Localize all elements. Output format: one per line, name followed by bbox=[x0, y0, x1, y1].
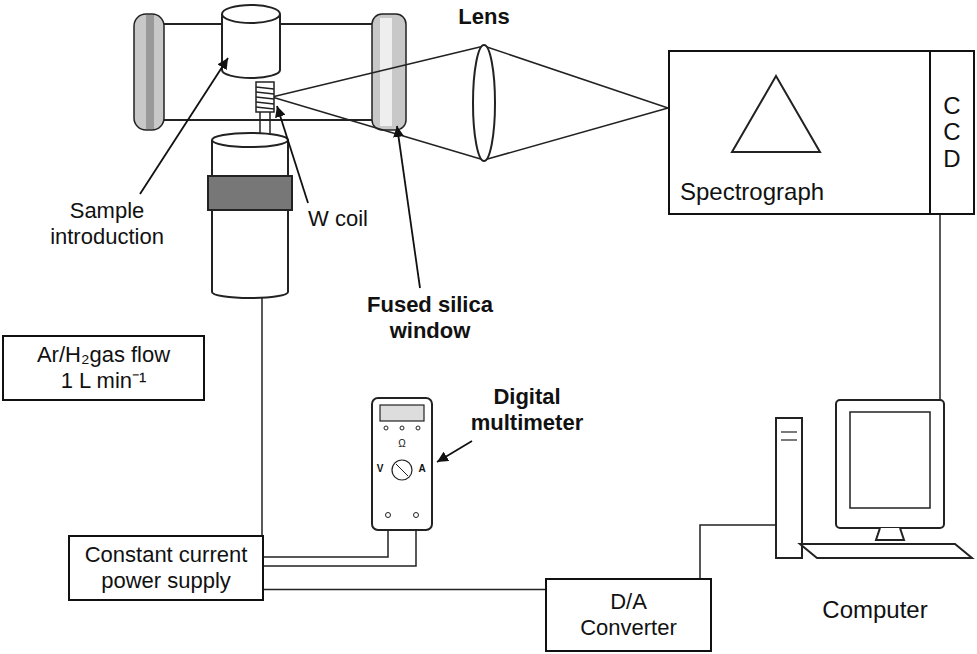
w-coil bbox=[256, 82, 274, 140]
meter-dial-mark bbox=[396, 464, 408, 476]
converter-cable bbox=[700, 525, 776, 578]
part-label: Sample introduction bbox=[22, 198, 192, 251]
holder-body bbox=[212, 140, 288, 298]
part-label: Digital multimeter bbox=[452, 384, 602, 437]
leader-arrow bbox=[277, 106, 308, 203]
gas-flow-box: Ar/H₂gas flow 1 L min⁻¹ bbox=[2, 335, 205, 401]
meter-case bbox=[372, 398, 432, 530]
meter-button bbox=[400, 426, 404, 430]
meter-jack bbox=[414, 513, 419, 518]
lens bbox=[473, 45, 495, 161]
computer-label: Computer bbox=[800, 596, 950, 625]
meter-button bbox=[416, 426, 420, 430]
coil-winding bbox=[256, 97, 274, 99]
coil-winding bbox=[256, 107, 274, 109]
light-ray bbox=[484, 46, 668, 108]
box-text: Constant current power supply bbox=[76, 542, 256, 595]
light-ray bbox=[272, 46, 484, 97]
box-text: CCD bbox=[940, 93, 964, 172]
monitor bbox=[836, 400, 944, 528]
connector-wire bbox=[264, 589, 545, 591]
prism-symbol bbox=[732, 76, 820, 152]
converter-box: D/A Converter bbox=[545, 578, 712, 652]
left-flange-band bbox=[146, 15, 154, 129]
leader-lines bbox=[140, 58, 472, 462]
meter-wire bbox=[260, 518, 388, 557]
multimeter-symbol bbox=[372, 398, 432, 530]
tube-top bbox=[222, 5, 280, 23]
light-ray bbox=[484, 108, 668, 160]
coil-winding bbox=[256, 92, 274, 94]
light-ray bbox=[272, 97, 484, 160]
left-flange bbox=[134, 14, 164, 130]
meter-symbol-text: Ω bbox=[396, 439, 408, 449]
monitor-screen bbox=[850, 412, 930, 508]
cell-chamber bbox=[134, 14, 406, 130]
meter-button bbox=[384, 426, 388, 430]
holder-top bbox=[212, 133, 288, 147]
power-supply-box: Constant current power supply bbox=[68, 535, 264, 601]
box-text: Ar/H₂gas flow 1 L min⁻¹ bbox=[29, 342, 179, 395]
coil-winding bbox=[256, 87, 274, 89]
coil-holder bbox=[208, 133, 292, 298]
meter-dial bbox=[392, 460, 412, 480]
box-text: D/A Converter bbox=[571, 589, 686, 642]
computer-tower bbox=[776, 418, 802, 558]
meter-symbol-text: V bbox=[375, 464, 385, 474]
ccd-box: CCD bbox=[929, 52, 973, 213]
spectrograph-cable bbox=[939, 215, 941, 400]
part-label: W coil bbox=[300, 206, 376, 232]
box-text: Spectrograph bbox=[680, 178, 824, 207]
leader-arrow bbox=[140, 58, 228, 194]
lens-label: Lens bbox=[452, 4, 516, 30]
holder-band bbox=[208, 176, 292, 210]
leader-arrow bbox=[437, 441, 472, 462]
coil-winding bbox=[256, 102, 274, 104]
monitor-stand bbox=[876, 528, 904, 540]
sample-tube bbox=[222, 5, 280, 78]
leader-arrow bbox=[397, 126, 420, 288]
part-label: Fused silica window bbox=[340, 292, 520, 345]
holder-wire bbox=[261, 298, 263, 535]
coil-body bbox=[256, 82, 274, 112]
meter-jack bbox=[386, 513, 391, 518]
computer-symbol bbox=[776, 400, 972, 558]
meter-display bbox=[380, 405, 424, 421]
tower-slot bbox=[781, 431, 797, 432]
light-path bbox=[272, 46, 668, 160]
keyboard bbox=[800, 544, 972, 558]
spectrograph-box: Spectrograph CCD bbox=[668, 50, 975, 215]
fused-silica-window bbox=[380, 18, 392, 126]
meter-symbol-text: A bbox=[416, 464, 428, 474]
tower-slot bbox=[781, 439, 797, 440]
